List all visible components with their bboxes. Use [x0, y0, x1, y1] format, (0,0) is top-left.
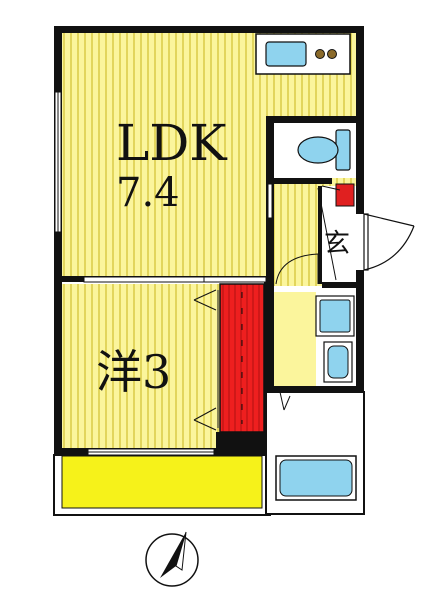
bath-door[interactable] — [279, 391, 291, 411]
closet-doors[interactable] — [193, 289, 219, 431]
windows — [54, 91, 267, 456]
ldk-area-label: 7.4 — [116, 170, 180, 216]
balcony — [61, 455, 263, 509]
toilet-icon[interactable] — [297, 129, 351, 171]
entrance-label: 玄 — [324, 229, 350, 259]
stove-icon[interactable] — [315, 49, 337, 59]
western-room-floor — [62, 284, 216, 450]
sliding-partition[interactable] — [267, 183, 273, 219]
western-room-label: 洋3 — [96, 345, 171, 399]
washroom-floor — [274, 292, 316, 386]
ldk-name-label: LDK — [116, 114, 228, 172]
bathtub-icon[interactable] — [275, 455, 357, 501]
entrance-door[interactable] — [363, 213, 415, 271]
corridor-door[interactable] — [275, 253, 319, 285]
corridor-floor — [272, 182, 322, 286]
compass-north-icon — [145, 531, 199, 587]
kitchen-sink-icon[interactable] — [265, 41, 307, 67]
shoe-cabinet — [335, 183, 355, 207]
